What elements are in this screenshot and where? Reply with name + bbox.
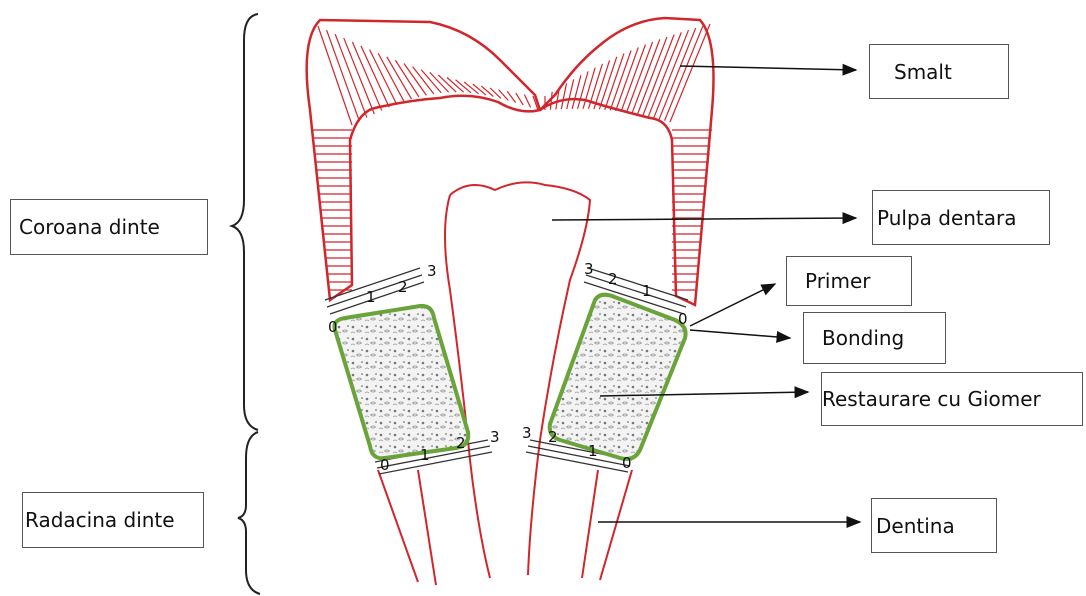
enamel-rod: [578, 71, 588, 108]
mark-0: 0: [678, 310, 688, 328]
mark-0: 0: [622, 454, 632, 472]
enamel-rod: [344, 38, 375, 114]
root-right-outer: [600, 470, 632, 580]
label-smalt: Smalt: [869, 44, 1009, 99]
mark-2: 2: [456, 434, 466, 452]
enamel-rod: [335, 34, 367, 117]
arrow-pulpa: [552, 218, 856, 220]
enamel-rod: [327, 30, 360, 121]
mark-3: 3: [522, 424, 532, 442]
mark-0: 0: [328, 318, 338, 336]
label-restaurare-cu-giomer: Restaurare cu Giomer: [821, 372, 1083, 426]
enamel-rod: [524, 94, 530, 107]
enamel-rod: [665, 26, 703, 121]
right-restoration: [550, 295, 686, 459]
enamel-rod: [610, 50, 631, 110]
enamel-rod: [616, 47, 639, 110]
enamel-rod: [643, 35, 674, 116]
label-pulpa-dentara: Pulpa dentara: [872, 190, 1050, 245]
mark-1: 1: [642, 282, 652, 300]
arrow-primer: [690, 284, 775, 326]
label-dentina: Dentina: [871, 498, 997, 553]
enamel-rod: [481, 86, 493, 96]
mark-1: 1: [366, 288, 376, 306]
enamel-rods: [312, 24, 712, 290]
enamel-rod: [516, 93, 523, 105]
enamel-rod: [605, 54, 624, 110]
crown-brace: [232, 14, 258, 430]
mark-3: 3: [584, 260, 594, 278]
mark-1: 1: [588, 442, 598, 460]
mark-2: 2: [608, 270, 618, 288]
mark-2: 2: [548, 428, 558, 446]
mark-3: 3: [427, 262, 437, 280]
mark-1: 1: [420, 446, 430, 464]
enamel-rod: [567, 79, 574, 109]
enamel-rod: [352, 42, 381, 111]
label-primer: Primer: [786, 256, 912, 306]
root-left-inner: [418, 470, 436, 585]
label-bonding: Bonding: [803, 312, 946, 364]
enamel-rod: [464, 82, 478, 94]
label-radacina-dinte: Radacina dinte: [22, 492, 204, 548]
enamel-rod: [632, 39, 660, 113]
enamel-rod: [318, 26, 352, 125]
enamel-rod: [670, 24, 710, 122]
arrow-bonding: [690, 330, 790, 338]
root-left-outer: [378, 470, 418, 582]
label-coroana-dinte: Coroana dinte: [10, 199, 208, 255]
enamel-rod: [499, 90, 509, 101]
enamel-rod: [507, 91, 515, 102]
left-restoration: [334, 306, 468, 458]
enamel-rod: [473, 84, 486, 95]
enamel-rod: [637, 37, 667, 115]
mark-0: 0: [380, 456, 390, 474]
enamel-rod: [561, 83, 566, 109]
root-right-inner: [582, 470, 598, 578]
mark-2: 2: [398, 278, 408, 296]
enamel-rod: [370, 50, 397, 105]
arrow-smalt: [680, 66, 856, 70]
enamel-rod: [361, 46, 389, 107]
mark-3: 3: [490, 428, 500, 446]
root-brace: [238, 432, 260, 594]
